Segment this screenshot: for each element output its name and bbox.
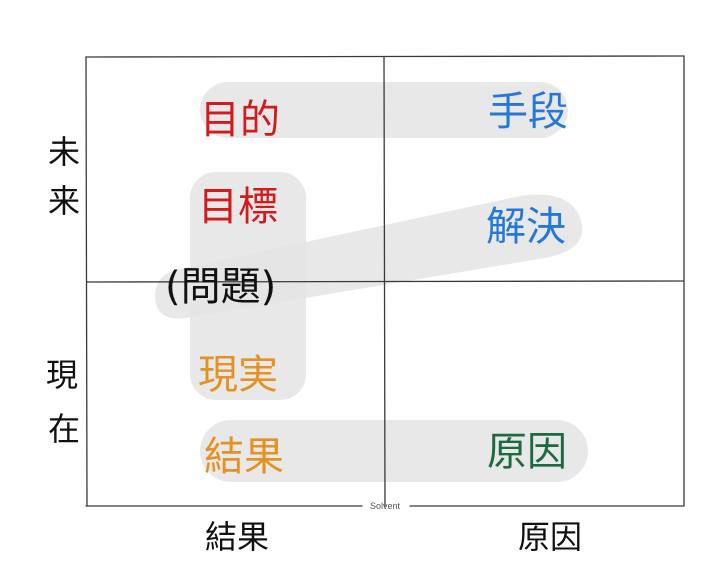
- frame-horizontal-divider: [86, 280, 685, 283]
- matrix-frame: [85, 55, 685, 507]
- highlight-goal-solution: [155, 194, 583, 319]
- highlight-layer: [155, 82, 588, 482]
- frame-left: [85, 56, 88, 507]
- term-goal: 目標: [198, 184, 278, 230]
- term-problem: (問題): [165, 264, 276, 310]
- y-axis-present-char-1: 現: [46, 356, 78, 394]
- term-purpose: 目的: [200, 97, 280, 143]
- frame-top: [85, 55, 685, 58]
- y-axis-present-char-2: 在: [48, 410, 80, 448]
- y-axis-future-char-2: 来: [48, 182, 80, 220]
- term-result: 結果: [204, 434, 284, 480]
- term-means: 手段: [488, 89, 568, 135]
- x-axis-cause: 原因: [518, 518, 582, 556]
- frame-caption: Solvent: [370, 501, 401, 511]
- highlight-result-cause: [200, 420, 588, 482]
- term-cause: 原因: [487, 429, 567, 475]
- term-solution: 解決: [486, 204, 566, 250]
- term-reality: 現実: [198, 352, 278, 398]
- x-axis-result: 結果: [205, 518, 269, 556]
- y-axis-future-char-1: 未: [48, 133, 80, 171]
